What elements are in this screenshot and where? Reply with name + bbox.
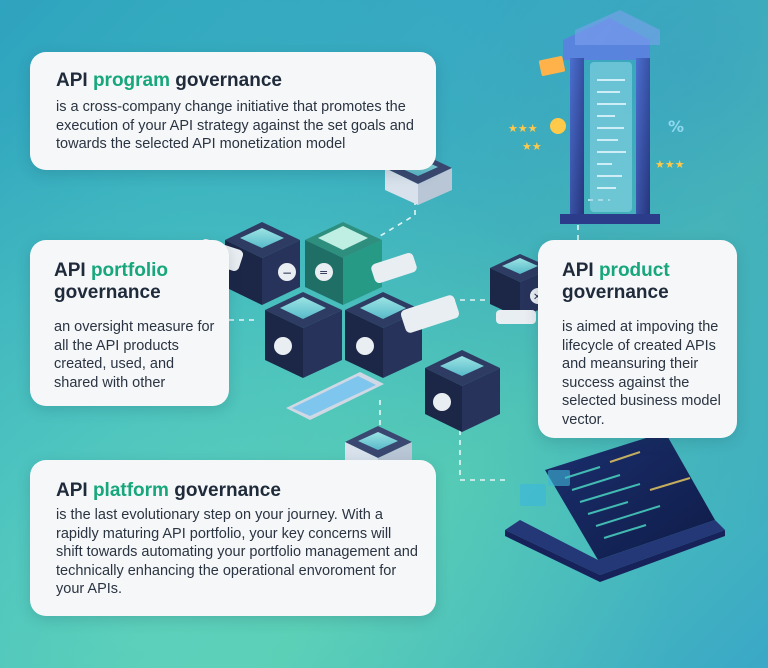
- title-suffix: governance: [170, 70, 282, 91]
- title-highlight: platform: [92, 480, 169, 501]
- title-highlight: portfolio: [90, 260, 168, 281]
- close-icon: ✕: [533, 292, 541, 303]
- card-platform-title: API platform governance: [56, 480, 418, 502]
- title-highlight: program: [92, 70, 171, 91]
- title-highlight: product: [598, 260, 670, 281]
- cube-green: =: [305, 222, 382, 305]
- cube-6: [425, 350, 500, 432]
- card-program-body: is a cross-company change initiative tha…: [56, 99, 414, 152]
- bank-illustration: ★★★ ★★ ★★★ %: [508, 10, 685, 224]
- card-product-body: is aimed at impoving the lifecycle of cr…: [562, 319, 721, 428]
- svg-text:★★★: ★★★: [655, 158, 685, 171]
- title-suffix: governance: [168, 480, 281, 501]
- minus-icon: −: [282, 266, 292, 280]
- card-portfolio-body: an oversight measure for all the API pro…: [54, 319, 215, 391]
- title-prefix: API: [56, 480, 93, 501]
- title-prefix: API: [54, 260, 91, 281]
- svg-text:★★: ★★: [522, 140, 542, 153]
- title-suffix: governance: [54, 282, 161, 303]
- equals-icon: =: [319, 266, 328, 279]
- card-program-title: API program governance: [56, 70, 418, 92]
- title-prefix: API: [56, 70, 93, 91]
- cube-4: [345, 292, 422, 378]
- cube-3: [265, 292, 342, 378]
- percent-icon: %: [668, 117, 684, 136]
- smartphone: [286, 372, 384, 420]
- title-prefix: API: [562, 260, 599, 281]
- title-suffix: governance: [562, 282, 669, 303]
- card-program-governance: API program governance is a cross-compan…: [30, 52, 436, 170]
- svg-text:★★★: ★★★: [508, 122, 538, 135]
- card-platform-body: is the last evolutionary step on your jo…: [56, 507, 418, 597]
- card-platform-governance: API platform governance is the last evol…: [30, 460, 436, 616]
- laptop-illustration: [505, 432, 725, 582]
